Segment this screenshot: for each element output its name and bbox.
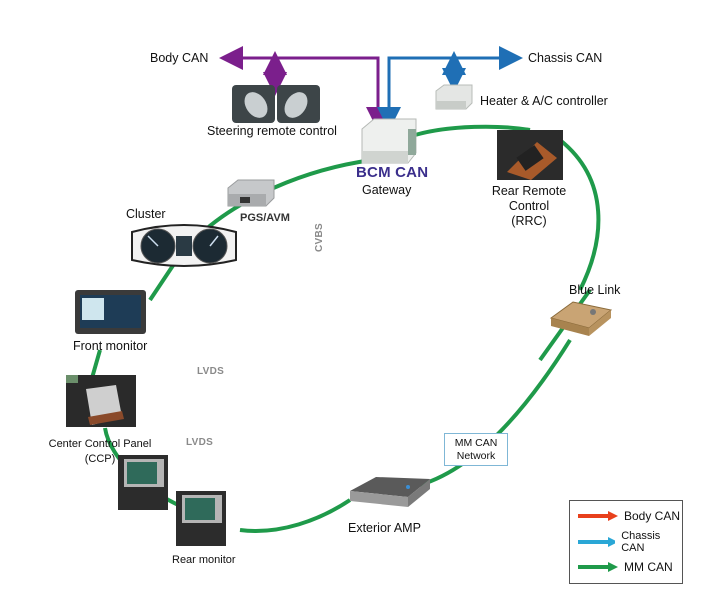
legend-label-mm-can: MM CAN [624, 560, 673, 574]
rear-monitor-label: Rear monitor [172, 554, 236, 566]
ccp-label-line2: (CCP) [84, 453, 116, 465]
network-box-line1: MM CAN [454, 437, 498, 449]
heater-label: Heater & A/C controller [480, 94, 608, 108]
exterior-amp-label: Exterior AMP [348, 521, 421, 535]
blue-link-label: Blue Link [569, 283, 621, 297]
rrc-label: Rear Remote Control (RRC) [486, 184, 572, 229]
legend-arrow-chassis-can [578, 537, 616, 547]
legend-item-mm-can: MM CAN [578, 559, 673, 575]
legend-label-body-can: Body CAN [624, 509, 681, 523]
steering-label: Steering remote control [207, 124, 337, 138]
legend-item-chassis-can: Chassis CAN [578, 530, 682, 554]
lvds-tag-1: LVDS [197, 366, 225, 377]
rear-monitor-image-1 [118, 455, 168, 510]
steering-remote-image [232, 85, 320, 123]
rrc-label-line1: Rear Remote [491, 184, 567, 198]
bcm-can-title: BCM CAN [356, 164, 429, 181]
cvbs-tag: CVBS [313, 223, 325, 252]
gateway-label: Gateway [362, 183, 412, 197]
rrc-label-line2: Control [508, 199, 550, 213]
body-can-label: Body CAN [150, 51, 209, 65]
legend-label-chassis-can: Chassis CAN [621, 530, 661, 554]
exterior-amp-image [346, 473, 432, 509]
mm-can-network-box: MM CAN Network [444, 433, 508, 466]
legend-arrow-body-can [578, 511, 618, 521]
legend: Body CAN Chassis CAN MM CAN [569, 500, 683, 584]
heater-ac-image [432, 83, 474, 111]
ccp-label-line1: Center Control Panel [48, 438, 152, 450]
bcm-gateway-image [356, 115, 420, 165]
rrc-label-line3: (RRC) [511, 214, 547, 228]
pgs-avm-label: PGS/AVM [240, 212, 290, 224]
pgs-avm-image [226, 178, 276, 208]
blue-link-image [549, 300, 613, 338]
front-monitor-label: Front monitor [73, 339, 148, 353]
rrc-image [497, 130, 563, 180]
cluster-image [128, 222, 240, 268]
lvds-tag-2: LVDS [186, 437, 214, 448]
chassis-can-label: Chassis CAN [528, 51, 603, 65]
rear-monitor-image-2 [176, 491, 226, 546]
ccp-label: Center Control Panel (CCP) [40, 437, 160, 467]
front-monitor-image [75, 290, 146, 334]
legend-arrow-mm-can [578, 562, 618, 572]
network-box-line2: Network [456, 450, 496, 462]
cluster-label: Cluster [126, 207, 166, 221]
legend-item-body-can: Body CAN [578, 508, 680, 524]
ccp-image [66, 375, 136, 427]
